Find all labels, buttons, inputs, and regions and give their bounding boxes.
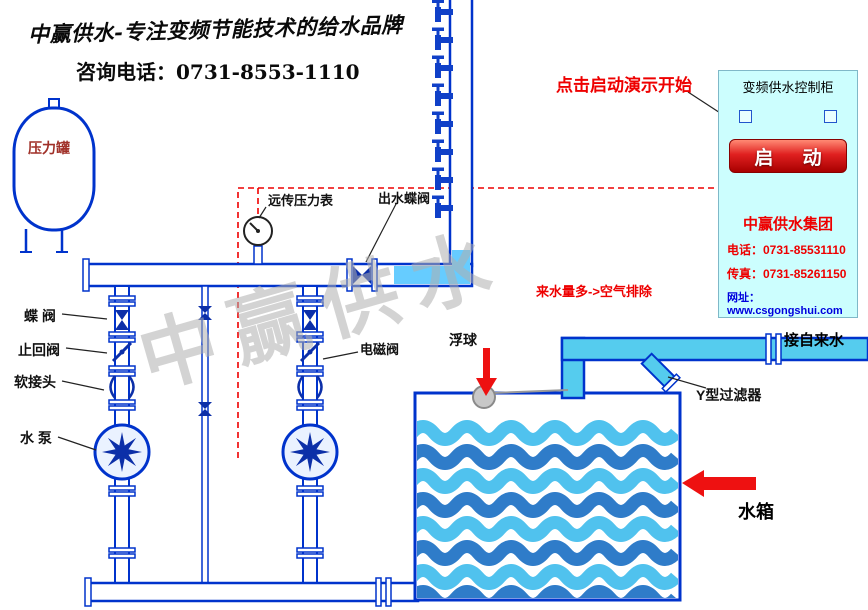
label-flex-joint: 软接头 — [14, 374, 56, 390]
label-check-valve: 止回阀 — [18, 342, 60, 358]
label-float-ball: 浮球 — [449, 332, 477, 348]
label-pressure-tank: 压力罐 — [28, 140, 70, 156]
air-exhaust-annotation: 来水量多->空气排除 — [536, 284, 652, 299]
indicator-light-icon — [739, 110, 752, 123]
tank-water-waves — [417, 420, 678, 598]
pressure-gauge — [243, 216, 273, 265]
leader-lines — [57, 91, 735, 451]
label-y-strainer: Y型过滤器 — [696, 387, 762, 403]
label-tap-water: 接自来水 — [784, 332, 845, 349]
company-name: 中赢供水集团 — [742, 216, 833, 233]
pump-branch-left — [93, 284, 151, 588]
vfd-control-cabinet: 变频供水控制柜 启 动 中赢供水集团 电话：0731-85531110 传真：0… — [718, 70, 858, 318]
faucet-riser-pipe — [432, 0, 474, 268]
control-wiring-dashed — [237, 187, 718, 458]
company-tel: 电话：0731-85531110 — [727, 243, 846, 257]
label-remote-gauge: 远传压力表 — [268, 193, 334, 208]
pressure-tank — [12, 98, 96, 253]
bypass-line — [198, 285, 212, 587]
click-start-annotation: 点击启动演示开始 — [556, 76, 692, 95]
inlet-pipe — [560, 333, 868, 400]
label-water-tank: 水箱 — [738, 502, 774, 522]
company-website[interactable]: 网址：www.csgongshui.com — [727, 292, 843, 317]
consult-phone: 咨询电话：0731-8553-1110 — [76, 60, 360, 84]
tank-pointer-arrow — [682, 470, 756, 497]
air-exhaust-arrow — [476, 348, 497, 396]
bottom-suction-pipe — [84, 577, 420, 607]
main-outlet-pipe — [82, 250, 474, 292]
label-solenoid-valve: 电磁阀 — [360, 342, 400, 357]
company-fax: 传真：0731-85261150 — [727, 267, 847, 281]
label-butterfly-valve: 蝶 阀 — [24, 308, 56, 324]
indicator-light-icon — [824, 110, 837, 123]
start-button[interactable]: 启 动 — [729, 139, 847, 173]
cabinet-title: 变频供水控制柜 — [742, 80, 834, 95]
label-pump: 水 泵 — [20, 430, 52, 446]
water-tank — [413, 391, 682, 602]
outlet-butterfly-valve — [346, 258, 378, 292]
cabinet-indicators — [719, 110, 857, 123]
pump-branch-right — [281, 284, 339, 588]
label-outlet-valve: 出水蝶阀 — [378, 191, 431, 206]
